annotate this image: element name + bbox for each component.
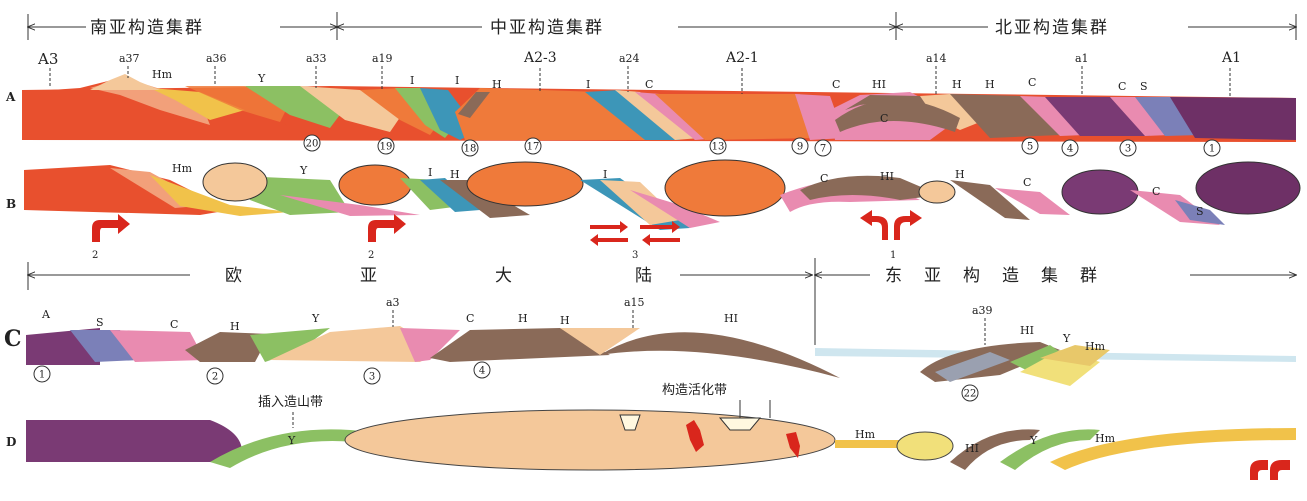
- row-a-hi: HI: [872, 78, 886, 91]
- row-b-c3: C: [1152, 185, 1160, 198]
- row-c-h2: H: [518, 312, 528, 325]
- row-d-insert: 插入造山带: [258, 395, 323, 410]
- row-a-h1: H: [492, 78, 502, 91]
- header-north-asia: 北亚构造集群: [995, 18, 1109, 38]
- row-a-a14: a14: [926, 52, 947, 65]
- row-c-hi2: HI: [1020, 324, 1034, 337]
- row-a-a37: a37: [119, 52, 140, 65]
- row-d-hi: HI: [965, 442, 979, 455]
- row-c-y: Y: [311, 312, 320, 325]
- row-a-A23: A2-3: [523, 50, 557, 66]
- row-c-a: A: [41, 308, 51, 321]
- row-a-a1: a1: [1075, 52, 1089, 65]
- header-south-asia: 南亚构造集群: [90, 18, 204, 38]
- section-c: C A S C H Y a3 C H: [4, 296, 1296, 401]
- row-a-number-13: 13: [712, 142, 725, 153]
- header-eurasia-1: 欧: [225, 266, 242, 286]
- row-a-a36: a36: [206, 52, 227, 65]
- row-a-number-1: 1: [1209, 144, 1215, 155]
- row-a-s: S: [1140, 80, 1148, 93]
- row-a-number-5: 5: [1027, 142, 1033, 153]
- row-c-a3: a3: [386, 296, 400, 309]
- row-a-i1: I: [410, 74, 414, 87]
- row-a-c1: C: [645, 78, 653, 91]
- row-c-s: S: [96, 316, 104, 329]
- row-a-a33: a33: [306, 52, 327, 65]
- row-a-number-20: 20: [306, 139, 319, 150]
- row-c-number-1: 1: [39, 370, 45, 381]
- row-d-y1: Y: [287, 434, 296, 447]
- row-d-hm1: Hm: [855, 428, 876, 441]
- row-c-a15: a15: [624, 296, 645, 309]
- row-d-y2: Y: [1029, 434, 1038, 447]
- row-a-a24: a24: [619, 52, 640, 65]
- row-b-y: Y: [299, 164, 308, 177]
- row-b-c1: C: [820, 172, 828, 185]
- header-central-asia: 中亚构造集群: [490, 18, 604, 38]
- row-a-number-4: 4: [1067, 144, 1073, 155]
- row-a-number-3: 3: [1125, 144, 1131, 155]
- header-eurasia-4: 陆: [635, 266, 652, 286]
- row-label-d: D: [6, 435, 16, 449]
- row-b-hi: HI: [880, 170, 894, 183]
- row-c-number-22: 22: [964, 389, 977, 400]
- row-b-h2: H: [955, 168, 965, 181]
- row-c-a39: a39: [972, 304, 993, 317]
- row-b-arrow-num-3: 3: [632, 250, 638, 261]
- row-c-number-3: 3: [369, 372, 375, 383]
- row-a-hm: Hm: [152, 68, 173, 81]
- row-a-h3: H: [985, 78, 995, 91]
- top-header: 南亚构造集群 中亚构造集群 北亚构造集群: [28, 12, 1296, 40]
- row-a-c-inner: C: [880, 112, 888, 125]
- row-a-number-9: 9: [797, 142, 803, 153]
- row-label-b: B: [6, 197, 16, 211]
- section-d: D 插入造山带 Y 构造活化带 Hm HI Y Hm: [6, 383, 1296, 480]
- row-c-h3: H: [560, 314, 570, 327]
- row-a-number-19: 19: [380, 142, 393, 153]
- row-b-arrow-num-2: 2: [368, 250, 374, 261]
- row-c-hi1: HI: [724, 312, 738, 325]
- row-a-c4: C: [1118, 80, 1126, 93]
- row-label-c: C: [4, 326, 22, 352]
- section-b: B Hm Y I: [6, 160, 1300, 261]
- row-d-hm2: Hm: [1095, 432, 1116, 445]
- row-b-s: S: [1196, 205, 1204, 218]
- row-b-c2: C: [1023, 176, 1031, 189]
- row-label-a: A: [5, 90, 16, 104]
- row-b-arrow-num-1: 2: [92, 250, 98, 261]
- row-d-activation: 构造活化带: [662, 383, 727, 398]
- row-a-a19: a19: [372, 52, 393, 65]
- header-eurasia-3: 大: [495, 266, 512, 286]
- row-c-y2: Y: [1062, 332, 1071, 345]
- row-c-c2: C: [466, 312, 474, 325]
- row-b-h1: H: [450, 168, 460, 181]
- section-a: A C: [5, 50, 1296, 156]
- row-c-number-4: 4: [479, 366, 485, 377]
- row-b-i1: I: [428, 166, 432, 179]
- row-a-number-17: 17: [527, 142, 540, 153]
- row-a-A3: A3: [37, 50, 58, 68]
- header-eurasia-2: 亚: [360, 266, 377, 286]
- row-b-hm: Hm: [172, 162, 193, 175]
- row-a-c3: C: [1028, 76, 1036, 89]
- row-a-y: Y: [257, 72, 266, 85]
- middle-header: 欧 亚 大 陆 东亚构造集群: [28, 258, 1296, 345]
- row-a-i2: I: [455, 74, 459, 87]
- row-a-A21: A2-1: [725, 50, 759, 66]
- row-b-i2: I: [603, 168, 607, 181]
- row-c-hm: Hm: [1085, 340, 1106, 353]
- row-a-number-18: 18: [464, 144, 477, 155]
- row-a-i3: I: [586, 78, 590, 91]
- row-b-arrow-num-4: 1: [890, 250, 896, 261]
- row-a-A1: A1: [1221, 50, 1241, 66]
- header-east-asia: 东亚构造集群: [885, 266, 1119, 286]
- row-a-c2: C: [832, 78, 840, 91]
- row-a-number-7: 7: [820, 144, 826, 155]
- row-a-h2: H: [952, 78, 962, 91]
- row-c-c1: C: [170, 318, 178, 331]
- row-c-number-2: 2: [212, 372, 218, 383]
- row-c-h1: H: [230, 320, 240, 333]
